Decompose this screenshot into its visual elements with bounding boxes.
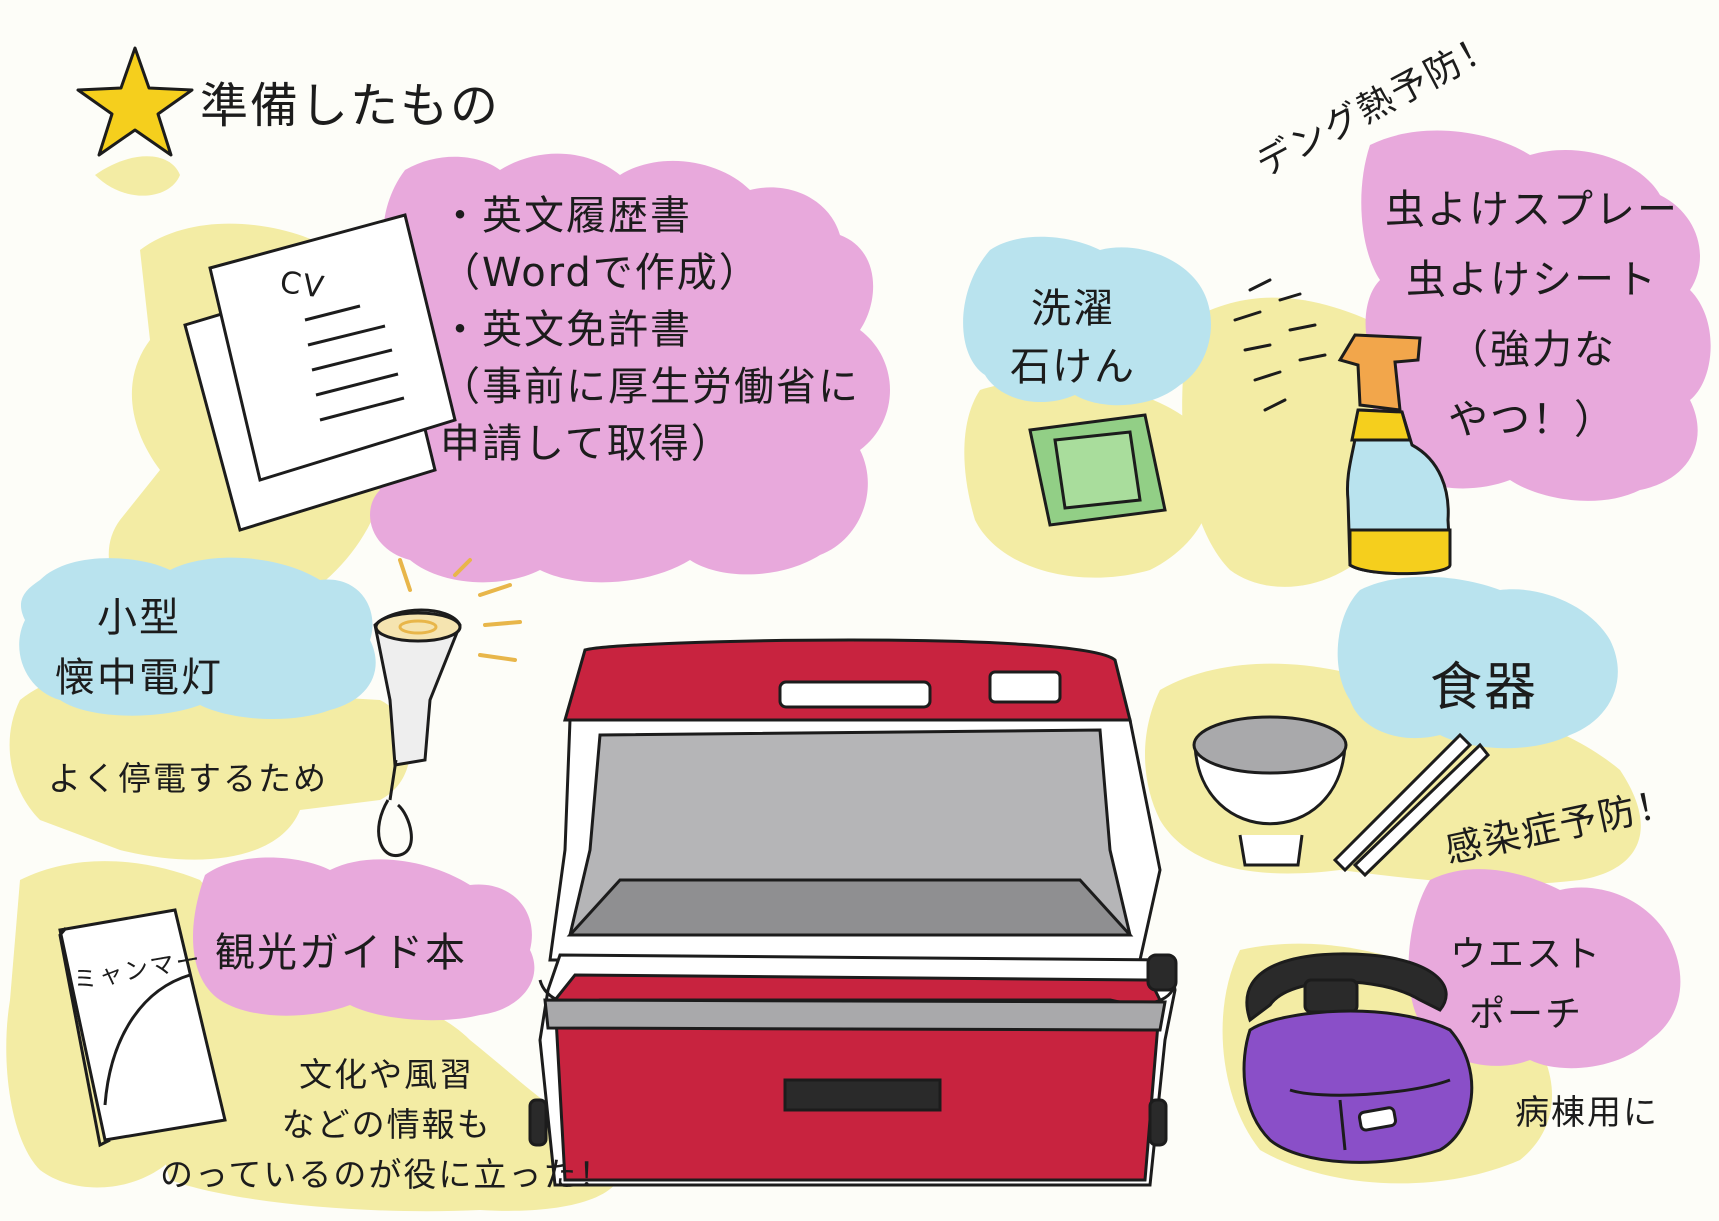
detergent-line-1: 洗濯 [1031,286,1115,332]
soap-icon [1028,413,1167,527]
guidebook-icon [58,908,227,1148]
blue-cloud-areas [19,236,1618,749]
repellent-line-3: （強力な [1448,327,1616,373]
pouch-label: ウエスト ポーチ [1450,925,1602,1045]
spray-bottle-icon [1233,278,1452,576]
chopsticks-icon [1332,732,1491,878]
detergent-line-2: 石けん [1010,344,1136,390]
guidebook-note: 文化や風習 などの情報も のっているのが役に立った！ [160,1050,613,1200]
guidebook-note-line-2: などの情報も [281,1105,492,1144]
documents-icon [183,213,457,532]
documents-line-5: 申請して取得） [440,421,733,467]
guidebook-label: 観光ガイド本 [215,930,467,976]
pouch-line-1: ウエスト [1450,934,1603,975]
repellent-line-2: 虫よけシート [1406,257,1658,303]
documents-line-2: （Wordで作成） [440,250,761,296]
documents-line-3: ・英文免許書 [440,307,692,353]
pouch-note: 病棟用に [1515,1093,1659,1133]
documents-line-4: （事前に厚生労働省に [440,364,860,410]
star-icon [76,46,194,157]
guidebook-note-line-1: 文化や風習 [299,1055,475,1094]
suitcase-icon [528,638,1178,1187]
bowl-icon [1192,715,1348,867]
repellent-line-4: やつ！） [1448,397,1616,443]
flashlight-label: 小型 懐中電灯 [55,588,223,708]
repellent-label: 虫よけスプレー 虫よけシート （強力な やつ！） [1385,175,1679,455]
repellent-line-1: 虫よけスプレー [1385,187,1679,233]
waist-pouch-icon [1242,952,1474,1164]
flashlight-line-1: 小型 [97,595,181,641]
page-title: 準備したもの [200,78,501,134]
documents-text: ・英文履歴書 （Wordで作成） ・英文免許書 （事前に厚生労働省に 申請して取… [440,188,860,473]
flashlight-line-2: 懐中電灯 [55,655,223,701]
documents-line-1: ・英文履歴書 [440,193,692,239]
pouch-line-2: ポーチ [1469,994,1584,1035]
cv-document-mark: CV [277,265,328,306]
guidebook-note-line-3: のっているのが役に立った！ [160,1155,614,1194]
detergent-label: 洗濯 石けん [1010,280,1136,396]
flashlight-note: よく停電するため [48,759,328,798]
flashlight-icon [373,558,522,857]
pink-cloud-areas [193,130,1711,1069]
dishes-label: 食器 [1430,658,1539,718]
